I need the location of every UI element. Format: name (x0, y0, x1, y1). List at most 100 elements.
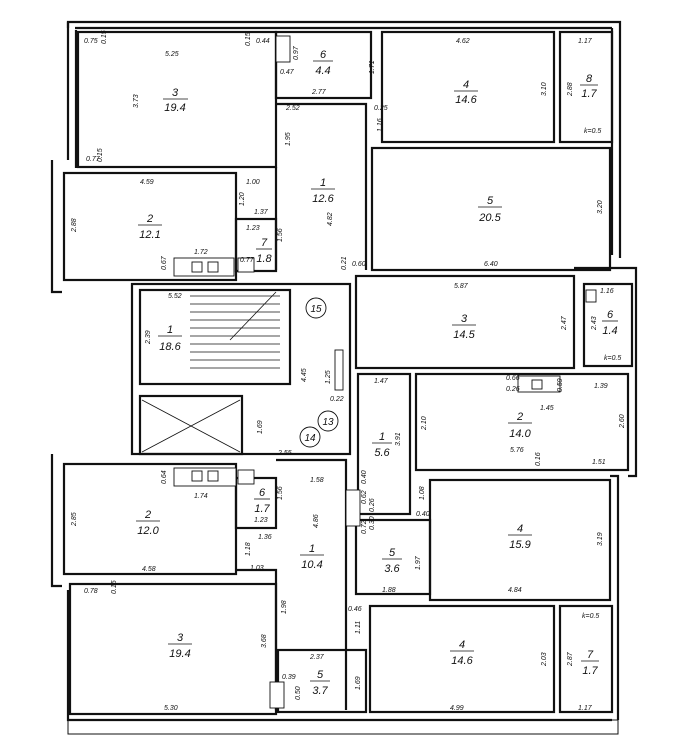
dimension-label: 3.19 (597, 532, 604, 546)
room-label: 53.7 (310, 669, 330, 697)
room-area: 1.4 (602, 325, 617, 337)
dimension-label: 0.15 (111, 580, 118, 594)
dimension-label: 1.58 (310, 477, 324, 484)
dimension-label: 4.82 (327, 212, 334, 226)
dimension-label: 0.47 (280, 69, 295, 76)
room-label: 319.4 (163, 87, 188, 114)
room-area: 18.6 (159, 341, 181, 353)
dimension-label: 0.66 (506, 375, 520, 382)
dimension-label: 1.08 (419, 486, 426, 500)
dimension-label: 1.17 (578, 38, 593, 45)
dimension-label: 3.10 (541, 82, 548, 96)
room-label: 71.8 (256, 237, 273, 265)
room-number: 2 (146, 213, 153, 225)
room-labels: 319.4 64.4 414.6 81.7 212.1 112.6 520.5 … (136, 49, 618, 697)
dimension-label: 2.47 (561, 315, 568, 331)
room-area: 19.4 (169, 648, 190, 660)
dimension-label: 4.84 (508, 587, 522, 594)
dimension-label: 1.39 (594, 383, 608, 390)
dimension-label: 0.46 (348, 606, 362, 613)
room-label: 415.9 (508, 523, 532, 551)
dimension-label: 2.88 (71, 218, 78, 233)
room-number: 1 (309, 543, 315, 555)
dimension-label: 4.45 (301, 368, 308, 382)
room-label: 81.7 (580, 73, 598, 100)
room-label: 319.4 (168, 632, 192, 660)
room-number: 2 (516, 411, 523, 423)
dimension-label: 2.88 (567, 82, 574, 97)
room-area: 12.0 (137, 525, 159, 537)
dimension-label: 1.25 (325, 370, 332, 384)
dimension-label: k=0.5 (604, 355, 621, 362)
dimension-label: 0.22 (330, 396, 344, 403)
room-area: 19.4 (164, 102, 185, 114)
room-area: 14.5 (453, 329, 475, 341)
dimension-label: 0.15 (245, 32, 252, 46)
room-number: 5 (317, 669, 324, 681)
dimension-label: 5.87 (454, 283, 469, 290)
room-area: 12.6 (312, 193, 334, 205)
room-number: 6 (607, 309, 614, 321)
room-area: 20.5 (478, 212, 501, 224)
dimension-label: 3.73 (133, 94, 140, 108)
marker-13: 13 (322, 417, 334, 428)
dimension-label: 1.36 (258, 534, 272, 541)
dimension-label: 0.15 (101, 30, 108, 44)
dimension-label: 0.50 (295, 686, 302, 700)
room-area: 5.6 (374, 447, 390, 459)
dimension-label: 1.69 (355, 676, 362, 690)
dimension-label: 0.26 (369, 498, 376, 512)
dimension-label: 1.03 (250, 565, 264, 572)
room-area: 12.1 (139, 229, 160, 241)
dimension-label: 4.58 (142, 566, 156, 573)
dimension-label: 4.62 (456, 38, 470, 45)
dimension-label: 0.40 (361, 470, 368, 484)
room-number: 7 (261, 237, 268, 249)
dimension-label: 0.26 (506, 386, 520, 393)
dimension-label: 4.99 (450, 705, 464, 712)
room-label: 61.4 (602, 309, 618, 337)
dimension-label: 1.97 (415, 555, 422, 570)
marker-15: 15 (310, 304, 322, 315)
room-number: 1 (379, 431, 385, 443)
dimension-label: 1.56 (277, 228, 284, 242)
dimension-label: 2.85 (71, 512, 78, 527)
dimension-label: 1.69 (257, 420, 264, 434)
dimension-label: 0.60 (352, 261, 366, 268)
room-number: 7 (587, 649, 594, 661)
room-label: 118.6 (158, 324, 182, 353)
dimension-label: 2.37 (309, 654, 325, 661)
dimension-label: 1.16 (377, 118, 384, 132)
dimension-label: 1.16 (600, 288, 614, 295)
room-label: 414.6 (454, 79, 478, 106)
room-number: 3 (172, 87, 179, 99)
room-label: 214.0 (508, 411, 532, 440)
markers: 15 13 14 (299, 297, 339, 448)
dimension-label: 2.77 (311, 89, 327, 96)
dimension-label: 1.45 (540, 405, 554, 412)
room-number: 8 (586, 73, 593, 85)
dimension-label: 2.52 (285, 105, 300, 112)
fixtures (173, 35, 597, 709)
dimension-label: 1.18 (245, 542, 252, 556)
dimensions: 0.75 0.15 5.25 0.15 0.44 0.97 0.47 1.71 … (71, 30, 626, 712)
dimension-label: 5.76 (510, 447, 524, 454)
room-number: 6 (320, 49, 327, 61)
dimension-label: 5.30 (164, 705, 178, 712)
dimension-label: 2.03 (541, 652, 548, 667)
room-area: 1.7 (582, 665, 598, 677)
dimension-label: 1.74 (194, 493, 208, 500)
dimension-label: 0.78 (84, 588, 98, 595)
walls (50, 20, 638, 735)
room-number: 3 (177, 632, 184, 644)
dimension-label: 5.25 (165, 51, 179, 58)
room-label: 112.6 (311, 177, 335, 205)
dimension-label: 1.51 (592, 459, 606, 466)
dimension-label: 4.59 (140, 179, 154, 186)
dimension-label: 0.25 (374, 105, 388, 112)
dimension-label: 1.37 (254, 209, 269, 216)
dimension-label: 1.11 (355, 621, 362, 634)
room-number: 6 (259, 487, 266, 499)
dimension-label: 0.67 (161, 255, 168, 270)
dimension-label: 1.98 (281, 600, 288, 614)
